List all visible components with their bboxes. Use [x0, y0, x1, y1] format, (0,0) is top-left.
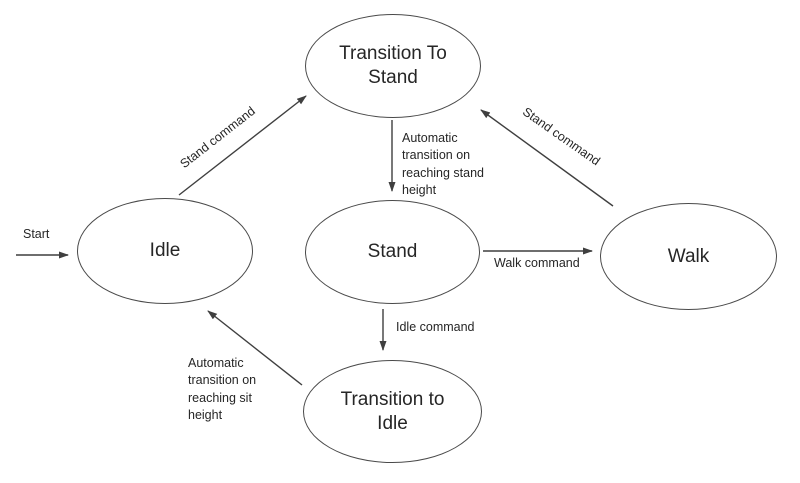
state-node-transition-to-stand: Transition To Stand	[305, 14, 481, 118]
edge-label-automatic-transition-sit-height: Automatic transition on reaching sit hei…	[188, 356, 257, 422]
state-label-transition-to-idle: Transition to Idle	[340, 388, 445, 434]
arrow-transition-to-idle-to-idle	[207, 310, 303, 386]
state-label-transition-to-stand: Transition To Stand	[339, 43, 447, 88]
state-label-idle: Idle	[149, 240, 181, 262]
arrow-walk-to-transition-to-stand	[480, 109, 614, 207]
state-node-transition-to-idle: Transition to Idle	[303, 360, 482, 463]
state-node-stand: Stand	[305, 200, 480, 304]
arrow-idle-to-transition-to-stand	[178, 95, 307, 196]
edge-label-start: Start	[23, 227, 50, 241]
state-label-stand: Stand	[367, 241, 418, 263]
state-node-walk: Walk	[600, 203, 777, 310]
state-node-idle: Idle	[77, 198, 253, 304]
edge-label-walk-command: Walk command	[494, 256, 580, 270]
edge-label-automatic-transition-stand-height: Automatic transition on reaching stand h…	[402, 131, 485, 197]
edge-label-idle-command: Idle command	[396, 320, 475, 334]
state-label-walk: Walk	[667, 245, 710, 267]
